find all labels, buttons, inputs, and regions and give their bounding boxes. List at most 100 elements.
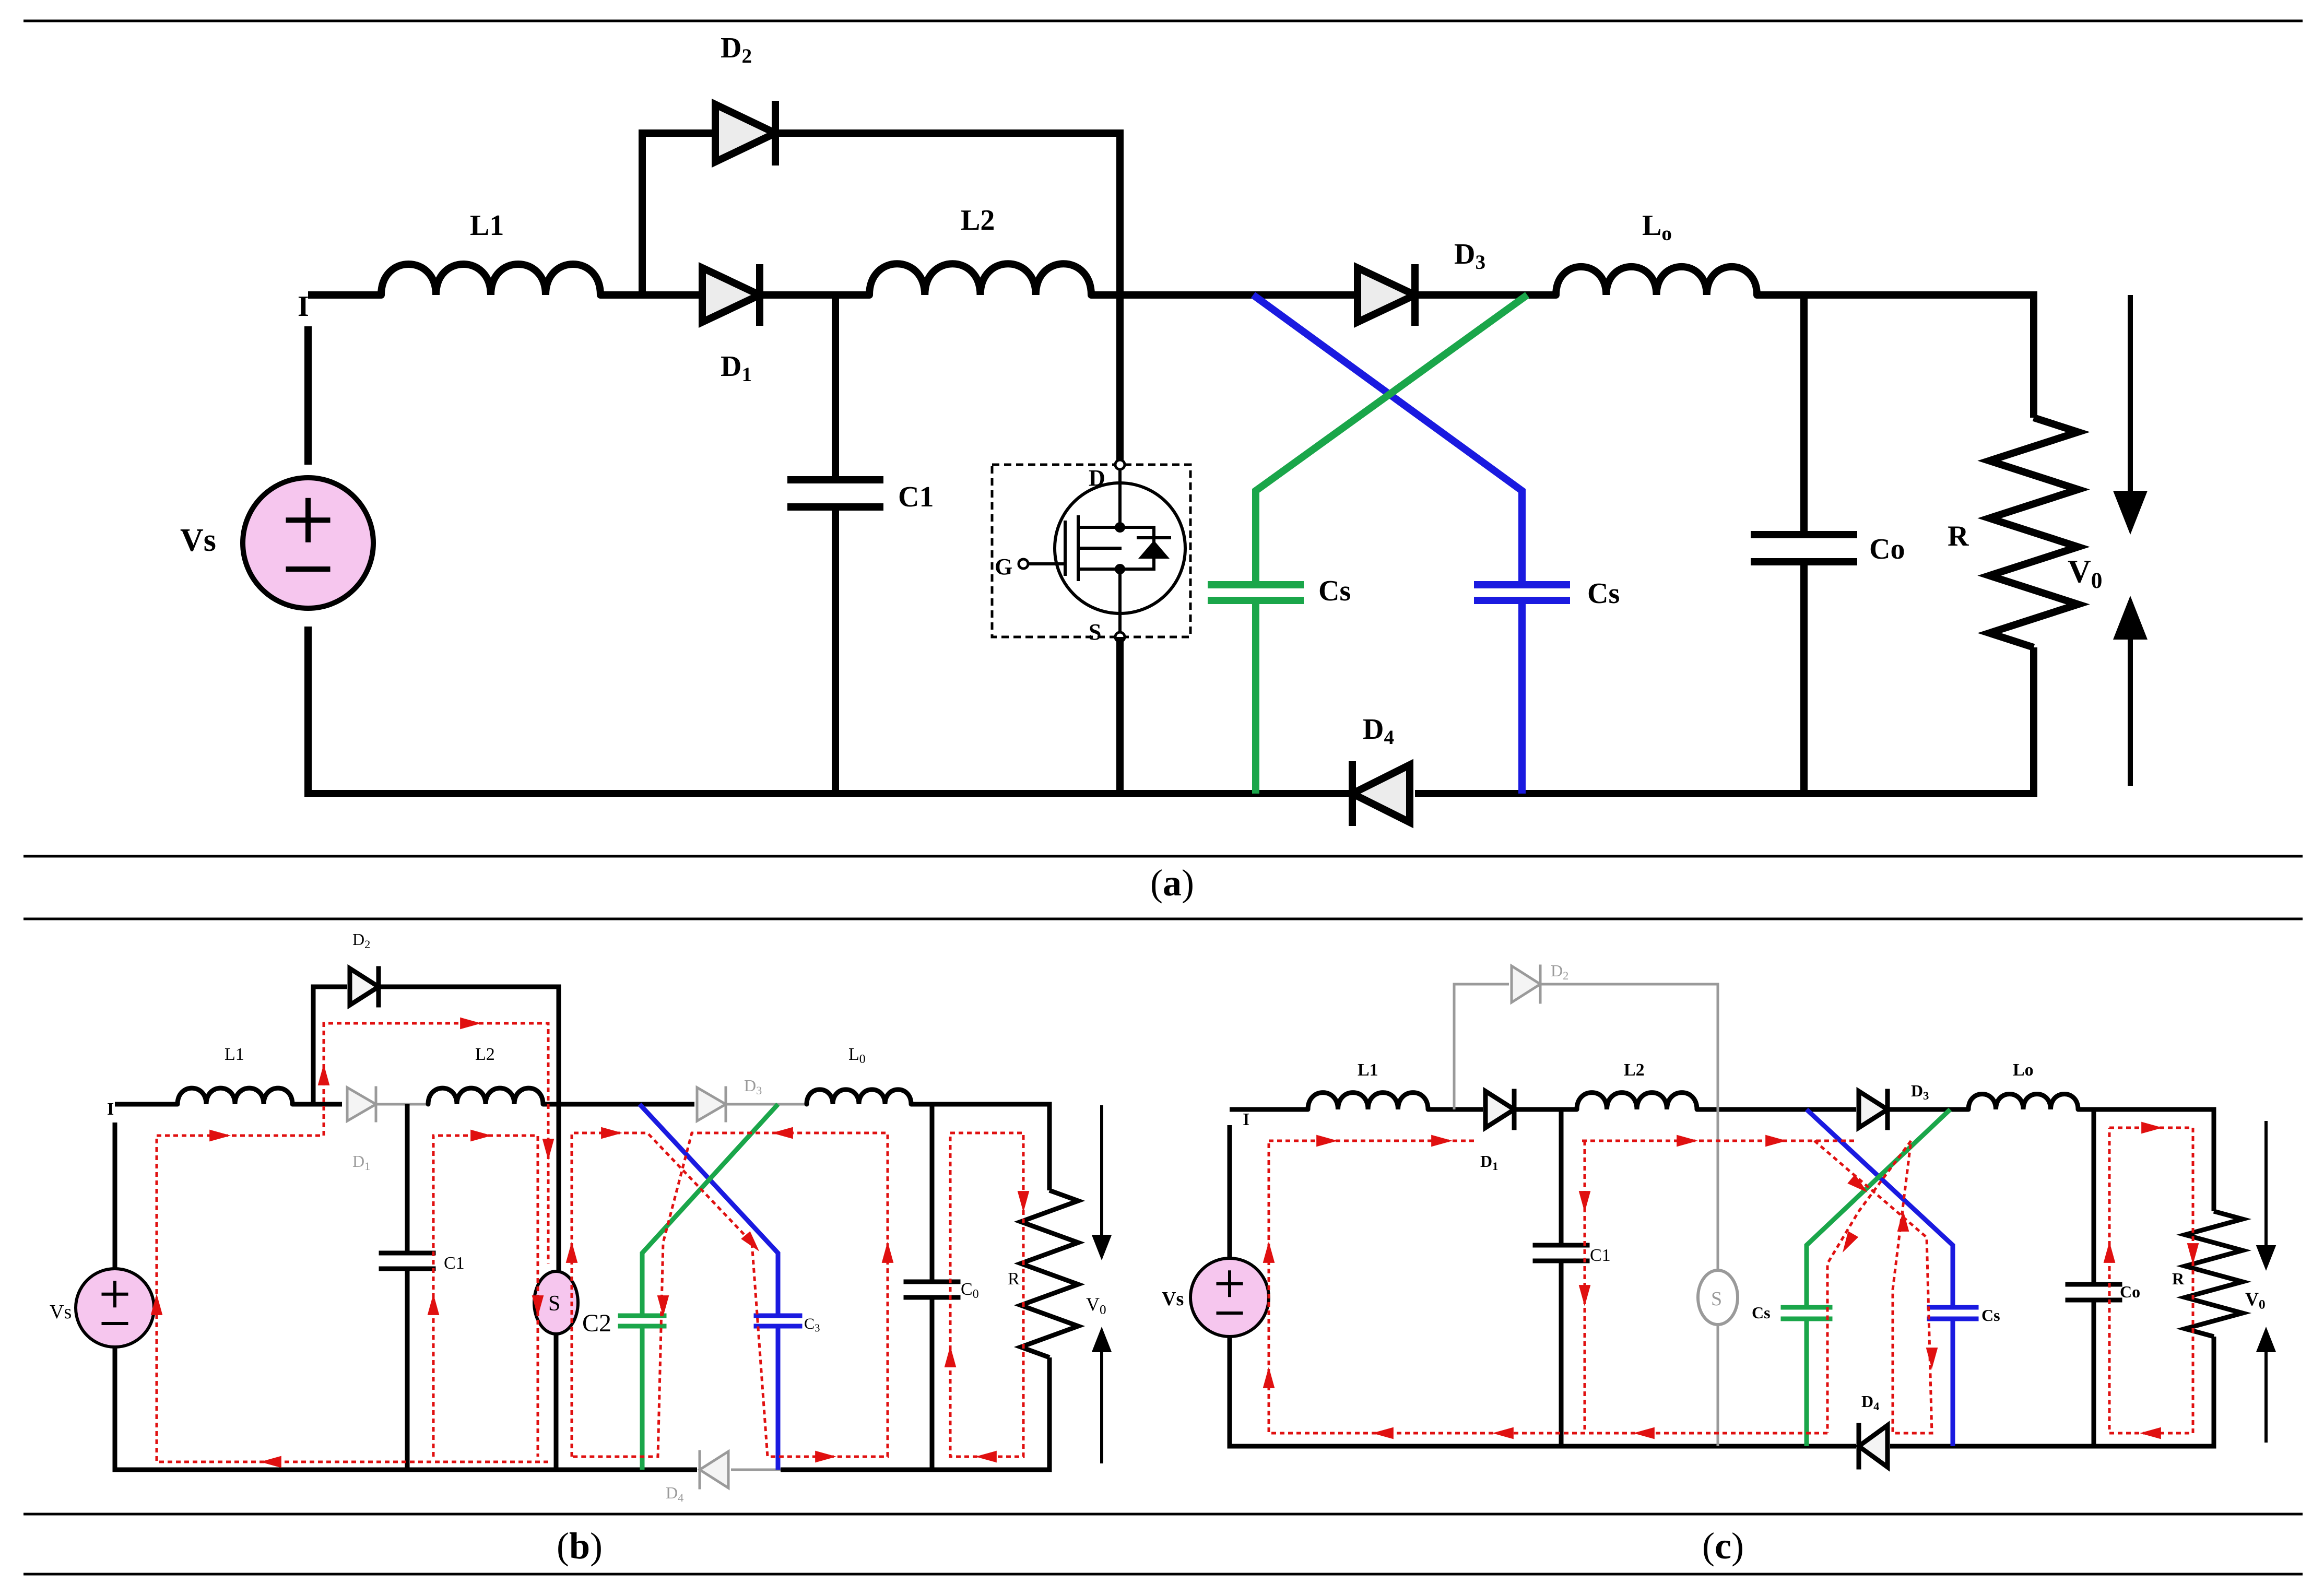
label-V0: V0 — [1086, 1294, 1106, 1317]
inductor-Lo — [1966, 1092, 2081, 1112]
inductor-Lo — [1552, 263, 1761, 299]
current-path-input — [157, 1017, 555, 1263]
label-D3: D3 — [1911, 1081, 1929, 1102]
frame-rules — [23, 19, 2303, 1576]
label-I: I — [298, 290, 309, 323]
label-D1: D1 — [1480, 1152, 1498, 1173]
inductor-L2 — [866, 260, 1095, 299]
label-D2: D2 — [352, 930, 370, 951]
current-path-C1 — [1578, 1141, 1591, 1433]
label-D4: D4 — [666, 1483, 683, 1504]
capacitor-C3 — [753, 1313, 803, 1329]
diode-D1 — [699, 262, 769, 328]
label-L1: L1 — [1358, 1060, 1378, 1080]
diode-D1 — [346, 1085, 379, 1124]
capacitor-C2 — [618, 1313, 667, 1329]
current-path-return — [1263, 1141, 1827, 1439]
label-Co: Co — [2120, 1282, 2140, 1301]
label-C3: C3 — [804, 1315, 820, 1334]
label-L1: L1 — [225, 1045, 244, 1064]
diode-D3 — [695, 1085, 728, 1124]
caption-a: a — [1163, 862, 1182, 904]
caption-b: b — [569, 1525, 591, 1567]
capacitor-Co — [2065, 1282, 2122, 1303]
label-Co: Co — [1869, 533, 1905, 565]
label-R: R — [2172, 1269, 2185, 1288]
label-C1: C1 — [898, 481, 934, 513]
label-S: S — [548, 1292, 560, 1316]
label-L2: L2 — [1624, 1060, 1645, 1080]
label-L1: L1 — [470, 209, 504, 242]
label-I: I — [1243, 1110, 1249, 1129]
current-path-C1 — [427, 1129, 544, 1457]
label-Co: C0 — [961, 1280, 979, 1301]
label-Vs: Vs — [180, 523, 216, 558]
label-Vs: Vs — [1162, 1288, 1184, 1310]
mosfet-label-S: S — [1089, 619, 1101, 645]
label-Cs-right: Cs — [1981, 1306, 2000, 1325]
mosfet-label-G: G — [995, 554, 1012, 580]
current-path-input — [1269, 1135, 1478, 1147]
output-voltage-arrows — [2256, 1121, 2276, 1443]
capacitor-C1 — [787, 476, 883, 511]
diode-D1 — [1483, 1086, 1519, 1132]
capacitor-Cs-left — [1780, 1305, 1833, 1321]
mosfet-label-D: D — [1089, 465, 1105, 491]
diode-D4 — [1344, 759, 1413, 829]
label-D4: D4 — [1861, 1392, 1879, 1413]
capacitor-C1 — [379, 1250, 436, 1271]
current-path-output — [2103, 1121, 2199, 1439]
inductor-L1 — [377, 261, 604, 299]
label-C2: C2 — [582, 1309, 611, 1337]
diode-D4 — [1855, 1421, 1890, 1472]
label-D3: D3 — [1454, 238, 1485, 274]
label-Lo: L0 — [848, 1045, 866, 1066]
label-R: R — [1008, 1269, 1020, 1289]
label-Lo: Lo — [1642, 209, 1672, 245]
label-D4: D4 — [1363, 713, 1394, 749]
dc-source-Vs — [1189, 1257, 1270, 1338]
current-path-cross — [565, 1127, 894, 1463]
mosfet-switch: D G S — [990, 458, 1192, 645]
current-path-cross — [1813, 1136, 1938, 1435]
capacitor-Cs-right — [1927, 1305, 1979, 1321]
resistor-R — [2176, 1209, 2252, 1339]
diode-D2 — [347, 964, 383, 1010]
inductor-L2 — [1574, 1090, 1700, 1112]
label-I: I — [107, 1100, 114, 1119]
diode-D2 — [1510, 963, 1543, 1005]
current-path-output — [944, 1131, 1030, 1463]
label-D1: D1 — [721, 350, 752, 386]
caption-a-wrap: (a) — [1150, 862, 1194, 904]
label-Cs-left: Cs — [1318, 575, 1351, 607]
capacitor-Cs-left — [1208, 581, 1304, 604]
resistor-R — [1013, 1188, 1086, 1360]
label-V0: V0 — [2245, 1289, 2266, 1312]
label-C1: C1 — [444, 1254, 465, 1273]
output-voltage-arrows — [1091, 1105, 1112, 1463]
diode-D2 — [712, 98, 784, 168]
label-C1: C1 — [1590, 1246, 1611, 1265]
current-path-return — [150, 1136, 548, 1468]
label-R: R — [1948, 520, 1969, 552]
caption-c: c — [1715, 1525, 1731, 1567]
capacitor-Co — [1751, 531, 1857, 565]
label-Cs-left: Cs — [1752, 1303, 1771, 1322]
diode-D3 — [1856, 1086, 1892, 1132]
label-V0: V0 — [2068, 554, 2102, 593]
label-D2: D2 — [1551, 961, 1568, 982]
label-Lo: Lo — [2013, 1060, 2034, 1080]
caption-b-wrap: (b) — [556, 1525, 603, 1567]
diode-D3 — [1354, 262, 1424, 328]
label-Cs-right: Cs — [1587, 577, 1620, 610]
label-Vs: Vs — [50, 1301, 72, 1323]
inductor-Lo — [804, 1087, 914, 1107]
capacitor-C1 — [1532, 1243, 1590, 1263]
inductor-L2 — [426, 1085, 546, 1107]
switch-S: S — [1696, 1269, 1739, 1326]
resistor-R — [1977, 414, 2090, 651]
diode-D4 — [697, 1449, 730, 1491]
